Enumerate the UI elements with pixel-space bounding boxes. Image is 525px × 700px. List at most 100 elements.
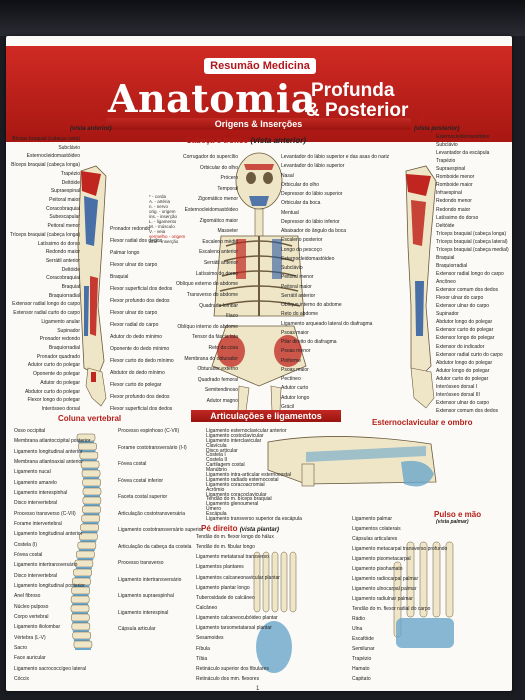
intervertebral-disc	[73, 585, 90, 587]
intervertebral-disc	[78, 441, 94, 443]
anatomy-label: Esternocleidomastóideo	[26, 153, 80, 160]
vertebra	[82, 505, 101, 514]
trunk-skeleton-figure	[211, 152, 307, 412]
anatomy-label: Tríceps braquial (cabeça medial)	[436, 246, 509, 253]
intervertebral-disc	[83, 495, 100, 497]
intervertebral-disc	[83, 477, 100, 479]
intervertebral-disc	[72, 603, 89, 605]
intervertebral-disc	[78, 549, 95, 551]
anatomy-label: Levantador da escápula	[436, 150, 490, 157]
anatomy-label: Cápsula articular	[118, 626, 156, 632]
vertebra	[73, 568, 92, 577]
anatomy-label: Ligamento longitudinal anterior	[14, 448, 83, 455]
anatomy-label: Depressor do lábio inferior	[281, 218, 340, 225]
anatomy-label: Deltóide	[61, 266, 80, 273]
anatomy-label: Reto da coxa	[208, 344, 238, 351]
anatomy-label: Flexor profundo dos dedos	[110, 394, 170, 400]
anatomy-label: Zigomático menor	[197, 196, 238, 203]
anatomy-label: Subclávio	[281, 265, 303, 272]
anatomy-label: Extensor curto do polegar	[436, 327, 494, 334]
anatomy-label: Oponente do polegar	[33, 371, 80, 378]
anatomy-label: Osso occipital	[14, 428, 46, 434]
anatomy-label: Ligamento metatarsal transverso	[196, 554, 269, 561]
legend-item: azul - inserção	[149, 239, 179, 244]
anatomy-label: Supinador	[436, 311, 459, 318]
anatomy-label: Peitoral maior	[281, 283, 312, 290]
anatomy-label: Quadrado femoral	[197, 376, 238, 383]
anatomy-label: Esternocleidomastóideo	[281, 255, 335, 262]
anatomy-label: Clavícula	[206, 442, 227, 449]
anatomy-label: Ligamento costotransversário superior	[118, 527, 204, 533]
anatomy-label: Ligamento interespinal	[118, 609, 169, 616]
anatomy-label: Levantador do lábio superior	[281, 163, 345, 170]
anatomy-label: Abdutor do dedo mínimo	[110, 370, 165, 376]
anatomy-label: Escaleno médio	[202, 238, 238, 245]
anatomy-label: Flexor superficial dos dedos	[110, 406, 173, 412]
anatomy-label: Nasal	[281, 172, 294, 179]
intervertebral-disc	[80, 459, 97, 461]
anatomy-label: Fóvea costal	[118, 461, 147, 467]
anatomy-label: Escafóide	[352, 636, 374, 642]
vertebra	[82, 496, 102, 505]
background-frame	[0, 0, 525, 36]
anatomy-label: Supraespinal	[50, 188, 80, 195]
anatomy-label: Articulação costotransversária	[118, 510, 185, 517]
anatomy-label: Núcleo pulposo	[14, 603, 49, 610]
anatomy-label: Pilar direito do diafragma	[281, 339, 337, 346]
anatomy-label: Trapézio	[60, 170, 80, 177]
anatomy-label: Sacro	[14, 645, 28, 651]
finger-bone	[419, 541, 428, 618]
metatarsal	[280, 551, 288, 613]
anatomy-label: Ligamento intertransversário	[118, 576, 182, 583]
anatomy-label: Processo transverso (C-VII)	[14, 510, 76, 517]
anatomy-label: Oblíquo externo do abdome	[176, 281, 238, 288]
anatomy-label: Psoas maior	[281, 329, 309, 336]
anatomy-label: Extensor comum dos dedos	[436, 287, 498, 294]
anatomy-label: Extensor comum dos dedos	[436, 408, 498, 414]
page-subtitle-line1: Profunda	[311, 80, 395, 101]
anatomy-label: Orbicular do olho	[281, 181, 320, 188]
anatomy-label: Ancôneo	[436, 279, 456, 286]
right-arm-figure	[405, 165, 437, 409]
anatomy-label: Flexor longo do polegar	[27, 397, 80, 404]
foot-figure	[253, 551, 297, 673]
left-arm-figure	[77, 165, 107, 407]
mao-view: (vista palmar)	[436, 519, 469, 525]
anatomy-label: Prócero	[220, 175, 238, 182]
anatomy-label: Ligamento iliolombar	[14, 624, 61, 631]
joint-figures	[70, 433, 454, 673]
anatomy-label: Braquial	[110, 274, 129, 280]
spine-figure	[70, 433, 102, 650]
anatomy-label: Abdutor curto do polegar	[24, 388, 80, 395]
anatomy-label: Trapézio	[436, 158, 456, 165]
anatomy-label: Ligamento pisohamato	[352, 566, 403, 572]
anatomy-label: Psoas maior	[281, 366, 309, 373]
intervertebral-disc	[74, 576, 91, 578]
anatomy-label: Tíbia	[196, 655, 208, 662]
anatomy-label: Ligamento sacrococcígeo lateral	[14, 665, 86, 672]
anatomy-label: Extensor ulnar do carpo	[436, 399, 490, 406]
legend-item: L. - ligamento	[149, 219, 177, 224]
anatomy-label: Tendão do m. flexor radial do carpo	[352, 606, 431, 612]
braco-left-view: (vista anterior)	[70, 126, 112, 132]
anatomy-label: Extensor ulnar do carpo	[436, 303, 490, 310]
metatarsal	[253, 551, 261, 613]
anatomy-label: Ligamentos calcaneonavicular plantar	[196, 574, 280, 581]
anatomy-label: Retináculo dos mm. flexores	[196, 676, 260, 682]
anatomy-label: Serrátil anterior	[281, 292, 316, 299]
anatomy-label: Braquiorradial	[48, 345, 80, 352]
anatomy-label: Orbicular da boca	[281, 200, 321, 207]
vertebra	[82, 478, 101, 487]
anatomy-label: Tríceps braquial (cabeça lateral)	[436, 238, 508, 245]
anatomy-label: Ligamento tarsometatarsal plantar	[196, 625, 272, 632]
vertebra	[76, 550, 95, 559]
intervertebral-disc	[72, 630, 89, 632]
anatomy-label: Forame intervertebral	[14, 521, 62, 527]
shoulder-figure	[267, 436, 437, 487]
anatomy-figures	[77, 152, 437, 412]
vertebra	[81, 469, 101, 478]
braco-right-view: (vista posterior)	[414, 126, 460, 132]
anatomy-label: Redondo menor	[436, 198, 472, 205]
anatomy-label: Flexor superficial dos dedos	[110, 286, 173, 292]
anatomy-label: Latíssimo do dorso	[436, 214, 479, 221]
